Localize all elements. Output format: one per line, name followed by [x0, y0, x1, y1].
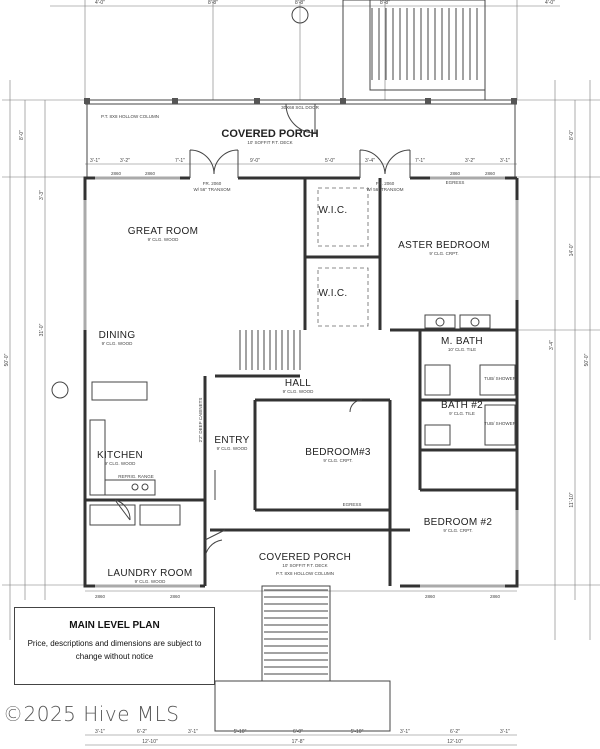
svg-text:17'-8": 17'-8"	[292, 739, 305, 745]
watermark: ©2025 Hive MLS	[3, 702, 180, 726]
svg-text:5'-10": 5'-10"	[351, 729, 364, 735]
svg-text:9' CLG. CRPT.: 9' CLG. CRPT.	[443, 528, 472, 533]
windows	[83, 176, 519, 588]
room-dining: DINING	[99, 330, 136, 341]
svg-text:3'-1": 3'-1"	[400, 729, 410, 735]
room-bath-2: BATH #2	[441, 400, 483, 411]
svg-text:REFRIG. RANGE: REFRIG. RANGE	[118, 474, 154, 479]
svg-text:8'-0": 8'-0"	[19, 130, 25, 140]
column-label: P.T. 8X8 HOLLOW COLUMN	[101, 114, 159, 119]
svg-text:3'-2": 3'-2"	[120, 158, 130, 164]
sgl-door-label: 30X68 SGL DOOR	[281, 105, 320, 110]
room-labels: GREAT ROOM 9' CLG. WOOD DINING 9' CLG. W…	[97, 205, 492, 584]
svg-text:6'-0": 6'-0"	[293, 729, 303, 735]
svg-text:9' CLG. CRPT.: 9' CLG. CRPT.	[323, 458, 352, 463]
svg-text:P.T. 8X8 HOLLOW COLUMN: P.T. 8X8 HOLLOW COLUMN	[276, 571, 334, 576]
room-entry: ENTRY	[214, 435, 249, 446]
svg-text:3'-1": 3'-1"	[500, 158, 510, 164]
svg-text:5'-10": 5'-10"	[234, 729, 247, 735]
svg-text:4'-0": 4'-0"	[545, 0, 555, 6]
plan-notice-box: MAIN LEVEL PLAN Price, descriptions and …	[14, 607, 215, 685]
svg-text:2860: 2860	[111, 171, 122, 176]
svg-text:2860: 2860	[145, 171, 156, 176]
svg-text:8'-8": 8'-8"	[208, 0, 218, 6]
svg-text:7'-1": 7'-1"	[175, 158, 185, 164]
svg-text:12'-10": 12'-10"	[447, 739, 463, 745]
svg-text:2860: 2860	[95, 594, 106, 599]
svg-text:FR. 2060: FR. 2060	[203, 181, 222, 186]
svg-text:9'-0": 9'-0"	[250, 158, 260, 164]
room-laundry: LAUNDRY ROOM	[108, 568, 193, 579]
svg-text:3'-3": 3'-3"	[39, 190, 45, 200]
svg-text:3'-1": 3'-1"	[95, 729, 105, 735]
svg-text:TUB/ SHOWER: TUB/ SHOWER	[484, 376, 517, 381]
svg-text:3'-1": 3'-1"	[500, 729, 510, 735]
svg-text:9' CLG. TILE: 9' CLG. TILE	[449, 411, 475, 416]
svg-text:3'-4": 3'-4"	[549, 340, 555, 350]
svg-text:8'-8": 8'-8"	[380, 0, 390, 6]
svg-text:2860: 2860	[490, 594, 501, 599]
room-kitchen: KITCHEN	[97, 450, 143, 461]
room-master-bedroom: ASTER BEDROOM	[398, 240, 490, 251]
room-bedroom-3: BEDROOM#3	[305, 447, 371, 458]
svg-text:10' CLG. TILE: 10' CLG. TILE	[448, 347, 476, 352]
svg-text:9' CLG. WOOD: 9' CLG. WOOD	[148, 237, 180, 242]
svg-text:TUB/ SHOWER: TUB/ SHOWER	[484, 421, 517, 426]
room-great-room: GREAT ROOM	[128, 226, 198, 237]
svg-text:12'-10": 12'-10"	[142, 739, 158, 745]
room-wic-1: W.I.C.	[318, 205, 347, 216]
room-covered-porch-bottom: COVERED PORCH	[259, 552, 351, 563]
svg-text:2860: 2860	[485, 171, 496, 176]
svg-text:EGRESS: EGRESS	[446, 180, 465, 185]
svg-text:EGRESS: EGRESS	[343, 502, 362, 507]
room-bedroom-2: BEDROOM #2	[424, 517, 493, 528]
svg-text:8'-8": 8'-8"	[295, 0, 305, 6]
svg-text:3'-1": 3'-1"	[188, 729, 198, 735]
svg-text:3'-2": 3'-2"	[465, 158, 475, 164]
svg-text:3'-1": 3'-1"	[90, 158, 100, 164]
svg-text:6'-2": 6'-2"	[137, 729, 147, 735]
svg-text:10' SOFFIT P.T. DECK: 10' SOFFIT P.T. DECK	[282, 563, 327, 568]
room-hall: HALL	[285, 378, 311, 389]
svg-text:9' CLG. WOOD: 9' CLG. WOOD	[283, 389, 315, 394]
svg-text:2860: 2860	[170, 594, 181, 599]
room-master-bath: M. BATH	[441, 336, 483, 347]
svg-text:50'-0": 50'-0"	[4, 353, 10, 366]
svg-text:2'2" DEEP CABINETS: 2'2" DEEP CABINETS	[198, 398, 203, 443]
svg-text:50'-0": 50'-0"	[584, 353, 590, 366]
svg-text:9' CLG. WOOD: 9' CLG. WOOD	[102, 341, 134, 346]
svg-text:W/ 56" TRANSOM: W/ 56" TRANSOM	[193, 187, 230, 192]
svg-text:9' CLG. CRPT.: 9' CLG. CRPT.	[429, 251, 458, 256]
bottom-stairs	[214, 585, 391, 732]
plan-title: MAIN LEVEL PLAN	[69, 620, 160, 631]
doors	[114, 149, 411, 561]
svg-text:10' SOFFIT P.T. DECK: 10' SOFFIT P.T. DECK	[247, 140, 292, 145]
interior-fixtures	[89, 187, 516, 526]
svg-text:9' CLG. WOOD: 9' CLG. WOOD	[135, 579, 167, 584]
svg-text:2860: 2860	[450, 171, 461, 176]
svg-text:11'-10": 11'-10"	[569, 492, 575, 507]
svg-text:5'-0": 5'-0"	[325, 158, 335, 164]
svg-text:3'-4": 3'-4"	[365, 158, 375, 164]
svg-text:2860: 2860	[425, 594, 436, 599]
room-covered-porch-top: COVERED PORCH	[221, 128, 318, 140]
dimension-texts: 4'-0" 8'-8" 8'-8" 8'-8" 4'-0" 3'-1" 3'-2…	[4, 0, 590, 745]
svg-text:W/ 56" TRANSOM: W/ 56" TRANSOM	[366, 187, 403, 192]
svg-text:9' CLG. WOOD: 9' CLG. WOOD	[105, 461, 137, 466]
svg-text:7'-1": 7'-1"	[415, 158, 425, 164]
svg-text:FR. 2060: FR. 2060	[376, 181, 395, 186]
svg-text:4'-0": 4'-0"	[95, 0, 105, 6]
svg-text:31'-0": 31'-0"	[39, 323, 45, 336]
top-porch-stairs	[84, 0, 517, 177]
svg-text:6'-2": 6'-2"	[450, 729, 460, 735]
svg-text:9' CLG. WOOD: 9' CLG. WOOD	[217, 446, 249, 451]
room-wic-2: W.I.C.	[318, 288, 347, 299]
svg-text:8'-0": 8'-0"	[569, 130, 575, 140]
plan-disclaimer: Price, descriptions and dimensions are s…	[27, 639, 202, 661]
svg-text:14'-0": 14'-0"	[569, 243, 575, 256]
